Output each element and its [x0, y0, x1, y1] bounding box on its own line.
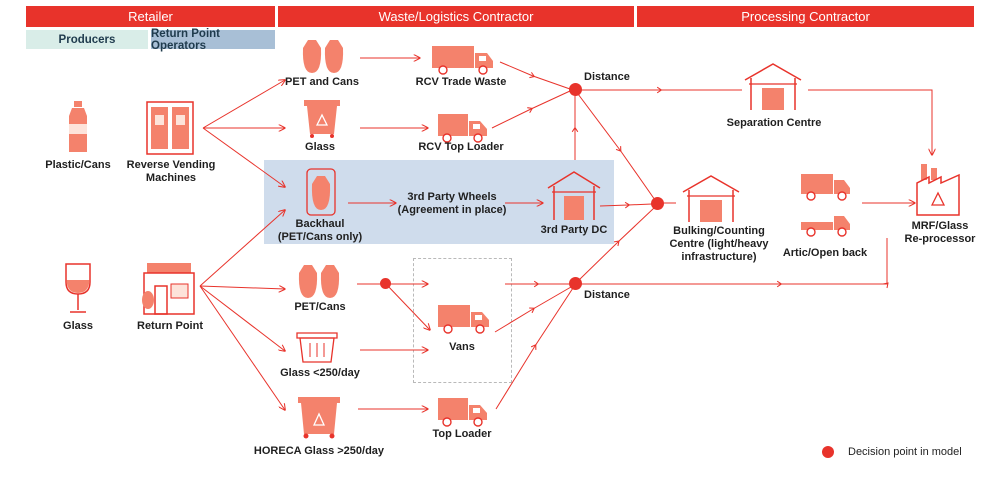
open-back-truck-icon: [801, 216, 850, 238]
return-point-label: Return Point: [137, 320, 203, 332]
artic-truck-icon: [801, 174, 850, 202]
distance-decision-point-top: [569, 83, 582, 96]
rcv-top-loader-truck-icon: [438, 114, 487, 144]
backhaul-note-label: (PET/Cans only): [277, 231, 363, 243]
return-point-operators-subheader: Return Point Operators: [151, 28, 275, 52]
third-party-dc-label: 3rd Party DC: [540, 224, 608, 236]
reverse-vending-label: Reverse Vending Machines: [126, 159, 216, 184]
glass-wheelie-bin-icon: [304, 100, 340, 138]
glass-low-volume-label: Glass <250/day: [280, 367, 360, 379]
third-party-wheels-label: 3rd Party Wheels: [407, 191, 497, 203]
waste-contractor-header: Waste/Logistics Contractor: [278, 6, 634, 27]
horeca-glass-label: HORECA Glass >250/day: [253, 445, 385, 457]
pet-and-cans-label: PET and Cans: [285, 76, 359, 88]
rcv-trade-waste-truck-icon: [432, 46, 493, 76]
rcv-top-loader-label: RCV Top Loader: [418, 141, 504, 153]
pet-cans-stream-label: PET/Cans: [294, 301, 346, 313]
processing-contractor-header: Processing Contractor: [637, 6, 974, 27]
third-party-dc-warehouse-icon: [546, 170, 602, 220]
rcv-trade-waste-label: RCV Trade Waste: [415, 76, 507, 88]
plastic-bottle-icon: [69, 101, 87, 152]
distance-decision-point-bottom: [569, 277, 582, 290]
distance-bottom-label: Distance: [584, 289, 630, 301]
vans-label: Vans: [449, 341, 475, 353]
pet-cans-decision-point: [380, 278, 391, 289]
horeca-glass-bin-icon: [298, 397, 340, 439]
producers-subheader: Producers: [26, 30, 148, 49]
top-loader-label: Top Loader: [432, 428, 492, 440]
vans-icon: [438, 305, 489, 335]
retailer-header: Retailer: [26, 6, 275, 27]
bulking-centre-warehouse-icon: [681, 174, 741, 222]
reverse-vending-machine-icon: [146, 101, 194, 155]
pet-cans-lower-bags-icon: [298, 265, 340, 298]
glass-crate-icon: [296, 332, 338, 364]
mrf-reprocessor-label: MRF/Glass Re-processor: [904, 220, 976, 245]
legend-decision-dot: [822, 446, 834, 458]
backhaul-label: Backhaul: [295, 218, 345, 230]
vans-dashed-group: [413, 258, 512, 383]
glass-icon: [62, 262, 94, 316]
glass-source-label: Glass: [63, 320, 93, 332]
pet-cans-bags-icon: [302, 40, 344, 73]
plastic-cans-label: Plastic/Cans: [45, 159, 111, 171]
mrf-factory-icon: [915, 164, 961, 217]
separation-centre-label: Separation Centre: [726, 117, 822, 129]
separation-centre-warehouse-icon: [743, 62, 803, 110]
legend-decision-label: Decision point in model: [848, 446, 962, 458]
glass-stream-label: Glass: [305, 141, 335, 153]
artic-open-back-label: Artic/Open back: [782, 247, 868, 259]
bulking-decision-point: [651, 197, 664, 210]
return-point-shop-icon: [142, 263, 197, 316]
top-loader-truck-icon: [438, 398, 487, 428]
third-party-wheels-note-label: (Agreement in place): [397, 204, 507, 216]
bulking-centre-label: Bulking/Counting Centre (light/heavy inf…: [669, 225, 769, 263]
backhaul-bag-icon: [306, 168, 336, 216]
distance-top-label: Distance: [584, 71, 630, 83]
